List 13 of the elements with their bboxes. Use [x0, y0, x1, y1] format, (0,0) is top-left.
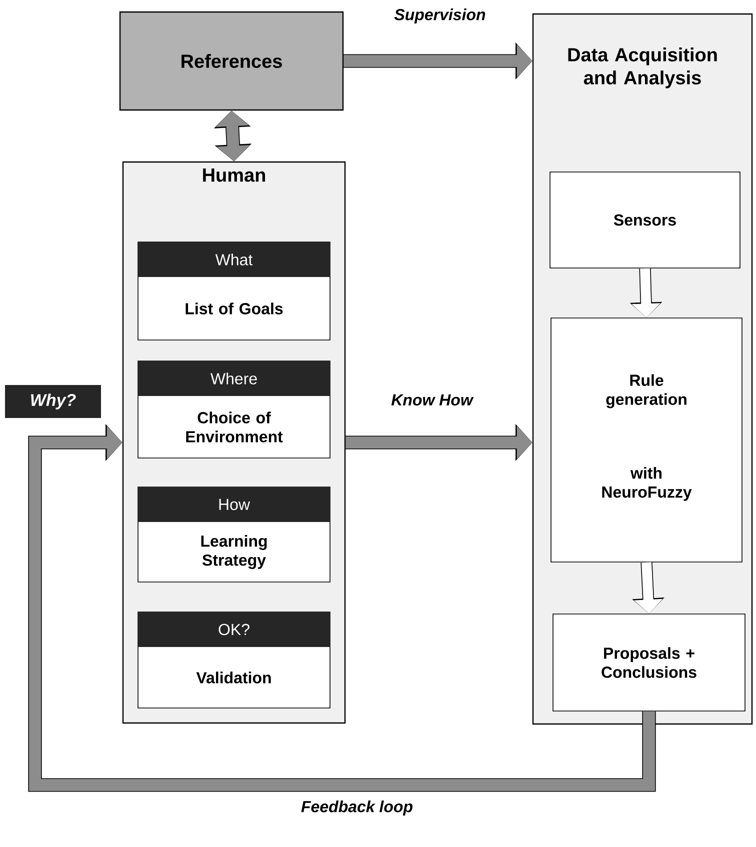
edge-label: Feedback loop [301, 800, 412, 816]
labeled-box: OK? Validation [138, 612, 330, 708]
labeled-box: How Learning Strategy [138, 486, 330, 582]
edge-label: Know How [391, 394, 474, 406]
process-box: Sensors [550, 172, 740, 268]
edge-label: Supervision [394, 8, 486, 24]
tag-box: Why? [5, 385, 101, 418]
process-box: Proposals + Conclusions [552, 614, 746, 712]
arrow [28, 424, 656, 792]
process-box: References [119, 11, 344, 111]
labeled-box: What List of Goals [138, 242, 330, 340]
labeled-box: Where Choice of Environment [138, 360, 330, 458]
process-box: Rule generation with NeuroFuzzy [550, 318, 742, 562]
